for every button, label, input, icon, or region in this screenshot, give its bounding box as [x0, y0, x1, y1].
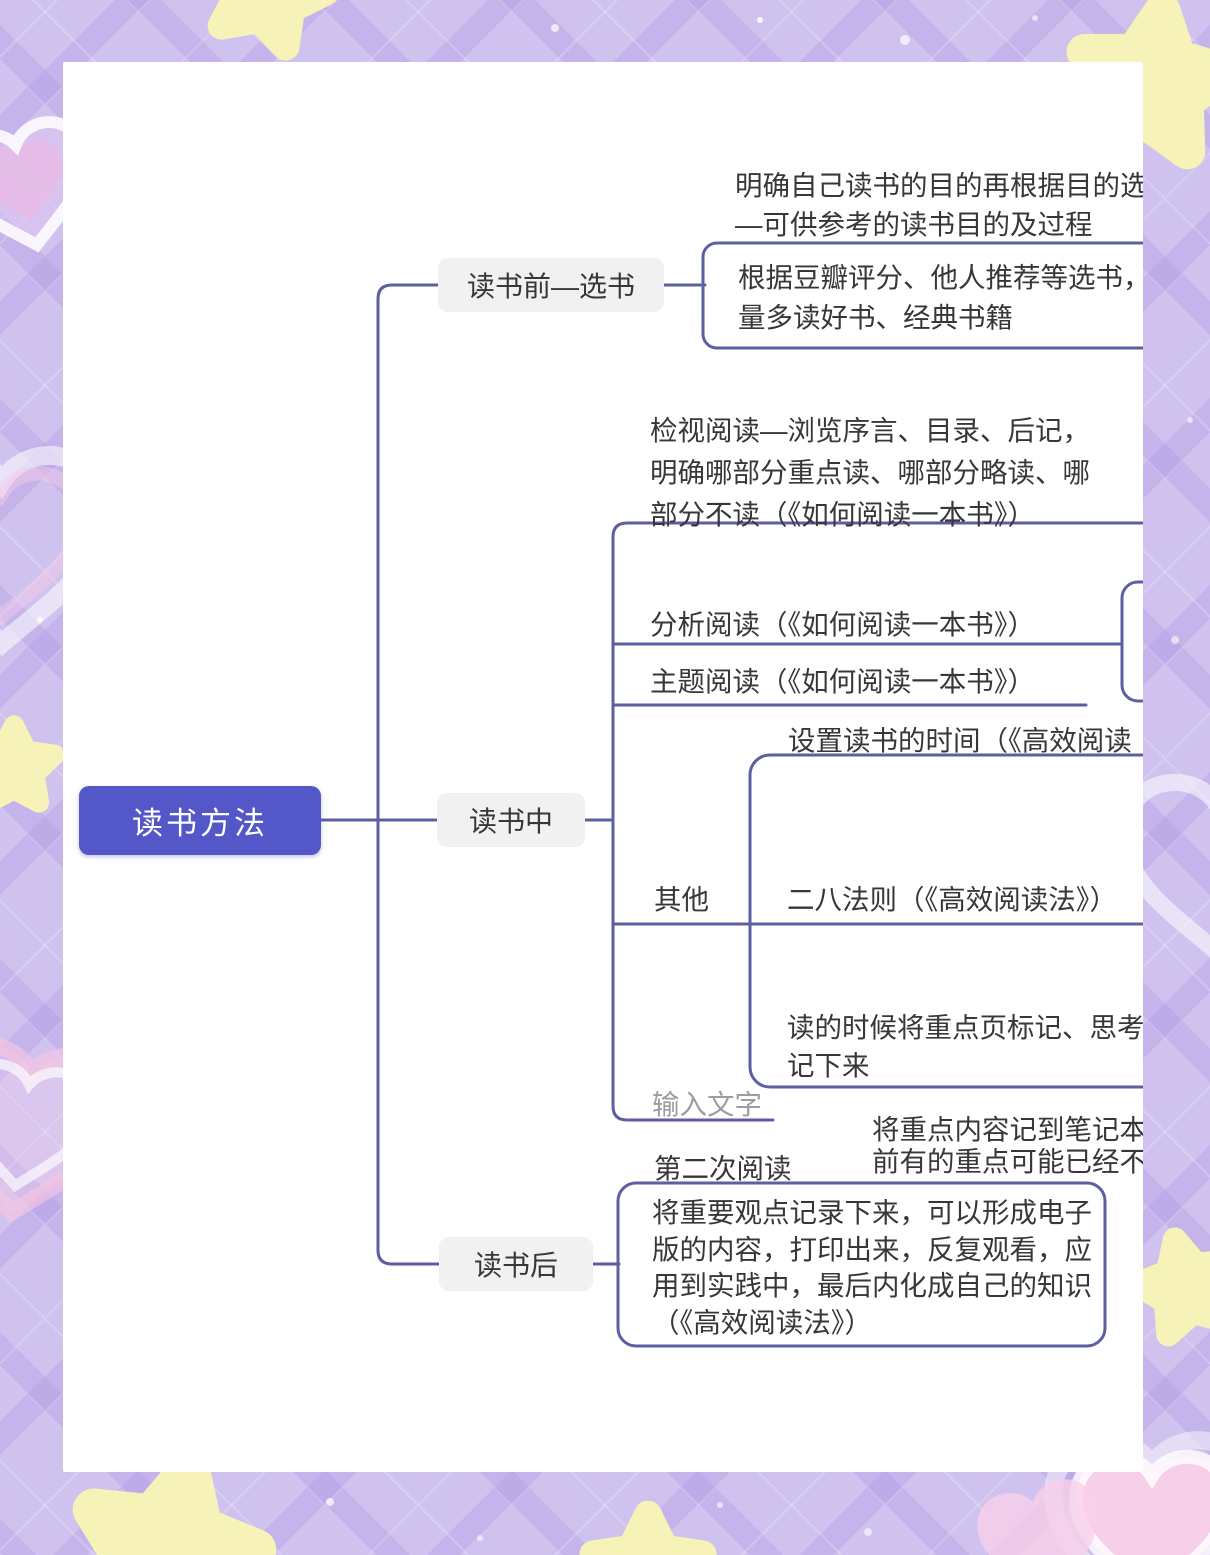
topic-reading-purpose[interactable]: 明确自己读书的目的再根据目的选 —可供参考的读书目的及过程 — [735, 166, 1143, 244]
topic-placeholder-input[interactable]: 输入文字 — [652, 1089, 762, 1120]
topic-reading-purpose-line2: —可供参考的读书目的及过程 — [735, 209, 1093, 240]
topic-mark-key-pages-line2: 记下来 — [787, 1050, 870, 1081]
boundary-box-other-children — [748, 753, 1143, 1089]
topic-while-reading-label: 读书中 — [468, 806, 553, 837]
topic-second-reading[interactable]: 第二次阅读 — [654, 1153, 792, 1184]
topic-other[interactable]: 其他 — [654, 884, 709, 915]
topic-inspectional-reading-line3: 部分不读（《如何阅读一本书》） — [650, 499, 1035, 530]
boundary-box-summary — [616, 1181, 1107, 1348]
topic-inspectional-reading-line2: 明确哪部分重点读、哪部分略读、哪 — [650, 457, 1090, 488]
topic-douban-selection-line1: 根据豆瓣评分、他人推荐等选书， — [738, 262, 1143, 293]
connector-lines — [313, 241, 1143, 1348]
topic-record-key-points-line2: 版的内容，打印出来，反复观看，应 — [652, 1233, 1092, 1265]
topic-douban-selection-line2: 量多读好书、经典书籍 — [738, 302, 1013, 333]
topic-syntopical-reading[interactable]: 主题阅读（《如何阅读一本书》） — [650, 666, 1035, 697]
mindmap-canvas: 读书方法 读书前—选书 读书中 读书后 明确自己读书的目的再根据目的选 —可供参… — [63, 62, 1143, 1472]
topic-second-reading-note-line2: 前有的重点可能已经不 — [872, 1146, 1143, 1177]
boundary-box-douban — [701, 241, 1143, 350]
topic-mark-key-pages-line1: 读的时候将重点页标记、思考 — [787, 1012, 1143, 1043]
topic-inspectional-reading[interactable]: 检视阅读—浏览序言、目录、后记， 明确哪部分重点读、哪部分略读、哪 部分不读（《… — [650, 410, 1090, 536]
root-topic-label: 读书方法 — [132, 806, 268, 841]
star-icon — [202, 0, 338, 53]
topic-record-key-points[interactable]: 将重要观点记录下来，可以形成电子 版的内容，打印出来，反复观看，应 用到实践中，… — [652, 1195, 1092, 1341]
topic-after-reading[interactable]: 读书后 — [439, 1237, 593, 1291]
topic-reading-purpose-line1: 明确自己读书的目的再根据目的选 — [735, 170, 1143, 201]
topic-after-reading-label: 读书后 — [473, 1250, 558, 1281]
trunk-connector — [376, 283, 441, 1266]
topic-record-key-points-line4: （《高效阅读法》） — [652, 1306, 872, 1338]
root-topic[interactable]: 读书方法 — [79, 786, 321, 855]
topic-record-key-points-line3: 用到实践中，最后内化成自己的知识 — [652, 1270, 1092, 1301]
during-spine — [611, 521, 1143, 1122]
topic-mark-key-pages[interactable]: 读的时候将重点页标记、思考 记下来 — [787, 1009, 1143, 1085]
boundary-box-right-edge — [1120, 580, 1143, 703]
topic-analytical-reading[interactable]: 分析阅读（《如何阅读一本书》） — [650, 609, 1035, 640]
topic-while-reading[interactable]: 读书中 — [437, 793, 585, 847]
star-icon — [0, 726, 54, 803]
topic-set-reading-time[interactable]: 设置读书的时间（《高效阅读 — [788, 725, 1132, 756]
topic-second-reading-note[interactable]: 将重点内容记到笔记本 前有的重点可能已经不 — [872, 1114, 1143, 1178]
star-icon — [593, 1515, 702, 1555]
topic-80-20-rule[interactable]: 二八法则（《高效阅读法》） — [787, 884, 1117, 915]
topic-record-key-points-line1: 将重要观点记录下来，可以形成电子 — [652, 1197, 1092, 1228]
topic-before-reading[interactable]: 读书前—选书 — [438, 258, 664, 312]
topic-before-reading-label: 读书前—选书 — [466, 271, 635, 302]
topic-second-reading-note-line1: 将重点内容记到笔记本 — [872, 1114, 1143, 1145]
topic-inspectional-reading-line1: 检视阅读—浏览序言、目录、后记， — [650, 415, 1090, 446]
topic-douban-selection[interactable]: 根据豆瓣评分、他人推荐等选书， 量多读好书、经典书籍 — [738, 258, 1143, 338]
